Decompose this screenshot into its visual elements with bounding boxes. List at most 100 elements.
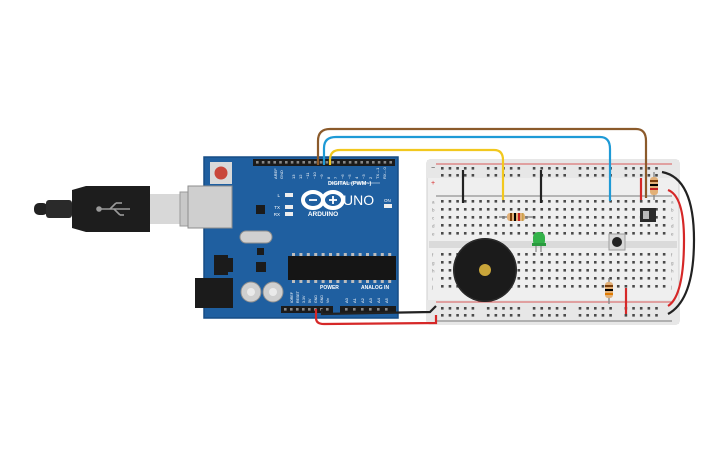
header-pin-hole[interactable] [389,161,392,164]
led-tx-label: TX [274,205,280,210]
resistor-button[interactable] [605,278,613,304]
led-l-label: L [277,193,280,198]
header-pin-hole[interactable] [296,161,300,164]
header-pin-hole[interactable] [348,161,352,164]
breadboard-row-letter: d [432,224,435,229]
header-pin-hole[interactable] [366,161,369,164]
usb-symbol-icon [96,202,130,216]
header-pin-hole[interactable] [325,161,329,164]
header-pin-hole[interactable] [308,308,311,311]
header-pin-hole[interactable] [361,308,364,311]
power-jack [195,278,233,308]
digital-pin-label: ~3 [361,174,366,179]
breadboard-row-letter: h [432,269,435,274]
analog-pin-label: A3 [368,297,373,303]
arduino-logo: ARDUINO UNO [301,190,374,218]
breadboard-row-letter: j [670,285,672,290]
header-pin-hole[interactable] [331,161,334,164]
smd-chip [257,248,264,255]
wire-black-gnd[interactable] [320,305,437,316]
led-rx-label: RX [274,212,280,217]
header-pin-hole[interactable] [337,161,340,164]
wire-brown[interactable] [316,127,648,198]
digital-pin-label: ~11 [305,172,310,179]
push-button[interactable] [608,233,626,251]
wire-red-rail[interactable] [667,188,686,307]
breadboard-row-letter: b [671,208,674,213]
digital-pin-label: ~5 [347,174,352,179]
header-pin-hole[interactable] [326,308,329,311]
header-pin-hole[interactable] [256,161,259,164]
header-pin-hole[interactable] [284,308,287,311]
power-pin-label: IOREF [290,291,294,303]
power-pin-label: GND [320,295,324,303]
breadboard-row-letter: a [671,200,674,205]
wire-blue[interactable] [322,135,612,201]
header-pin-hole[interactable] [308,161,311,164]
digital-pin-label: 7 [333,176,338,179]
smd-chip [256,262,266,272]
header-pin-hole[interactable] [377,308,380,311]
header-pin-hole[interactable] [369,308,372,311]
analog-header-label: ANALOG IN [361,285,389,291]
voltage-regulator [214,255,228,275]
resistor-pullup[interactable] [650,172,658,200]
header-pin-hole[interactable] [261,161,265,164]
analog-pin-label: A4 [376,297,381,303]
power-pin-label: RESET [296,290,300,303]
header-pin-hole[interactable] [385,308,388,311]
header-pin-hole[interactable] [314,161,317,164]
header-pin-hole[interactable] [302,308,305,311]
header-pin-hole[interactable] [296,308,299,311]
resistor-led[interactable] [499,213,533,221]
header-pin-hole[interactable] [354,161,358,164]
power-header-label: POWER [320,285,339,291]
piezo-buzzer[interactable] [453,238,517,302]
wire-red-5v[interactable] [314,309,438,326]
header-pin-hole[interactable] [302,161,305,164]
digital-pin-label: ~10 [312,171,317,179]
header-pin-hole[interactable] [273,161,276,164]
breadboard-row-letter: g [432,261,435,266]
digital-pin-label: ~9 [319,174,324,179]
header-pin-hole[interactable] [372,161,375,164]
atmega-chip [288,253,396,283]
power-pin-label: GND [314,295,318,303]
header-pin-hole[interactable] [279,161,282,164]
crystal [239,230,273,244]
header-pin-hole[interactable] [267,161,271,164]
smd-chip [256,205,265,214]
analog-pin-label: A1 [352,297,357,303]
analog-pin-label: A5 [384,297,389,303]
header-pin-hole[interactable] [345,308,348,311]
green-led[interactable] [532,232,546,252]
model-label: UNO [343,192,374,208]
capacitor-2 [262,281,284,303]
usb-jack [187,185,233,229]
header-pin-hole[interactable] [285,161,288,164]
power-pin-label: 3.3V [302,295,306,303]
header-pin-hole[interactable] [377,161,381,164]
header-pin-hole[interactable] [319,161,323,164]
breadboard-row-letter: i [432,277,433,282]
header-pin-hole[interactable] [290,308,293,311]
reset-button-cap[interactable] [214,166,228,180]
slide-switch[interactable] [640,208,656,222]
header-pin-hole[interactable] [343,161,346,164]
capacitor-1 [240,281,262,303]
header-pin-hole[interactable] [353,308,356,311]
analog-pin-label: A2 [360,297,365,303]
header-pin-hole[interactable] [360,161,363,164]
wire-black-rail[interactable] [661,170,696,315]
header-pin-hole[interactable] [383,161,387,164]
brand-label: ARDUINO [308,211,338,218]
digital-pin-label: RX←0 [382,166,387,179]
gnd-label: GND [279,170,284,179]
wire-yellow[interactable] [328,148,505,200]
arduino-uno-board[interactable]: L TX RX ON ARDUINO UNO [187,156,399,319]
header-pin-hole[interactable] [290,161,294,164]
digital-pin-label: 12 [298,174,303,179]
breadboard-row-letter: f [432,253,434,258]
